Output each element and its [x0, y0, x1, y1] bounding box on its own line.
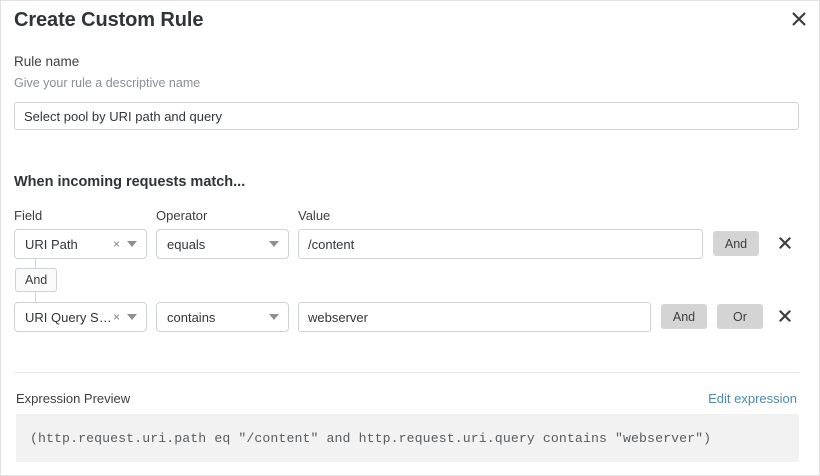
connector-line-top — [35, 259, 36, 269]
operator-select-1-value: equals — [167, 236, 206, 252]
edit-expression-link[interactable]: Edit expression — [708, 391, 797, 406]
operator-select-2-value: contains — [167, 309, 216, 325]
operator-select-2[interactable]: contains — [156, 302, 289, 332]
field-select-1[interactable]: URI Path × — [14, 229, 147, 259]
rule-name-help: Give your rule a descriptive name — [14, 76, 201, 90]
chevron-down-icon — [127, 314, 137, 320]
column-header-operator: Operator — [156, 208, 208, 223]
add-or-condition-button-2[interactable]: Or — [717, 304, 763, 329]
column-header-field: Field — [14, 208, 43, 223]
value-input-2[interactable] — [298, 302, 651, 332]
field-select-2-value: URI Query St... — [25, 309, 113, 325]
field-select-1-value: URI Path — [25, 236, 78, 252]
clear-icon[interactable]: × — [112, 310, 120, 324]
expression-preview-label: Expression Preview — [16, 391, 131, 406]
close-glyph — [792, 12, 806, 26]
rule-name-input[interactable] — [14, 102, 799, 130]
page-title: Create Custom Rule — [14, 9, 204, 31]
connector-line-bottom — [35, 291, 36, 302]
expression-preview-text: (http.request.uri.path eq "/content" and… — [30, 430, 712, 446]
section-divider — [14, 372, 799, 373]
add-and-condition-button-1[interactable]: And — [713, 231, 759, 256]
add-and-condition-button-2[interactable]: And — [661, 304, 707, 329]
rule-name-label: Rule name — [14, 54, 80, 69]
chevron-down-icon — [269, 314, 279, 320]
conditions-heading: When incoming requests match... — [14, 174, 246, 190]
value-input-1[interactable] — [298, 229, 703, 259]
clear-icon[interactable]: × — [112, 237, 120, 251]
close-icon[interactable] — [787, 7, 811, 31]
group-connector-and-badge[interactable]: And — [15, 268, 58, 292]
close-glyph — [779, 237, 791, 249]
chevron-down-icon — [127, 241, 137, 247]
field-select-2[interactable]: URI Query St... × — [14, 302, 147, 332]
close-glyph — [779, 310, 791, 322]
operator-select-1[interactable]: equals — [156, 229, 289, 259]
delete-condition-button-1[interactable] — [775, 233, 795, 253]
chevron-down-icon — [269, 241, 279, 247]
column-header-value: Value — [298, 208, 331, 223]
delete-condition-button-2[interactable] — [775, 306, 795, 326]
expression-preview-box: (http.request.uri.path eq "/content" and… — [16, 414, 799, 462]
